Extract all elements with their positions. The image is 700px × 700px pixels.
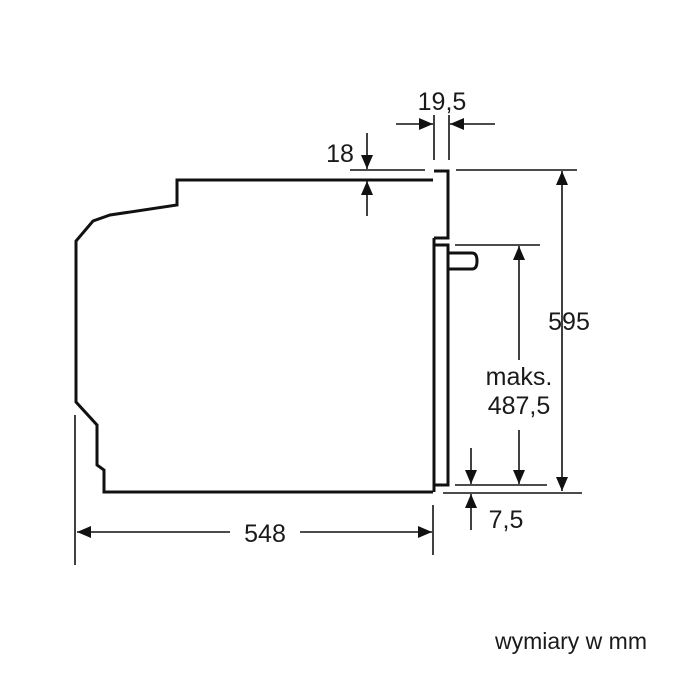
oven-door-outline (432, 169, 450, 492)
max-label: maks. (486, 363, 553, 391)
total-height-label: 595 (548, 308, 590, 336)
units-caption: wymiary w mm (494, 628, 647, 654)
door-thickness-label: 19,5 (418, 88, 467, 116)
door-handle (449, 251, 479, 271)
max-height-label: 487,5 (488, 392, 551, 420)
oven-body-outline (74, 178, 433, 494)
bottom-offset-label: 7,5 (489, 506, 524, 534)
dimension-lines (74, 115, 582, 565)
depth-label: 548 (244, 520, 286, 548)
top-offset-label: 18 (326, 140, 354, 168)
